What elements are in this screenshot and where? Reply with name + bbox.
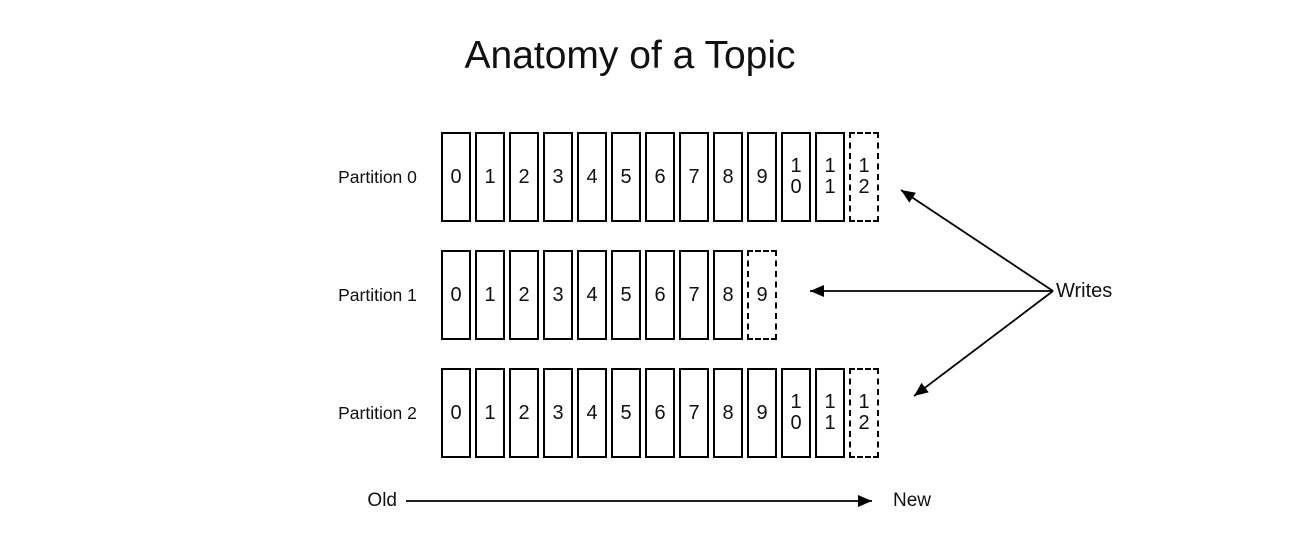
writes-arrow-partition-2 <box>913 290 1054 397</box>
segment-offset: 6 <box>654 165 666 188</box>
segment-offset: 0 <box>450 165 462 188</box>
segment-cell: 5 <box>611 132 641 222</box>
segment-offset: 8 <box>722 401 734 424</box>
segment-offset: 9 <box>756 283 768 306</box>
segment-cell: 3 <box>543 132 573 222</box>
segment-offset: 5 <box>620 401 632 424</box>
partition-label: Partition 2 <box>338 402 417 423</box>
segment-cell: 1 <box>475 250 505 340</box>
segment-cell: 1 <box>475 368 505 458</box>
segment-offset: 11 <box>824 155 836 198</box>
partition-label: Partition 1 <box>338 284 417 305</box>
segment-offset: 1 <box>484 401 496 424</box>
segment-offset: 3 <box>552 283 564 306</box>
segment-cell: 2 <box>509 250 539 340</box>
segment-cell: 8 <box>713 250 743 340</box>
segment-cell: 1 <box>475 132 505 222</box>
segment-offset: 2 <box>518 165 530 188</box>
segment-offset: 1 <box>484 283 496 306</box>
segment-offset: 4 <box>586 283 598 306</box>
segment-offset: 0 <box>450 283 462 306</box>
segment-offset: 7 <box>688 401 700 424</box>
segment-cell: 6 <box>645 132 675 222</box>
new-axis-label: New <box>893 490 932 511</box>
segment-offset: 8 <box>722 283 734 306</box>
segment-offset: 6 <box>654 401 666 424</box>
segment-cell: 2 <box>509 132 539 222</box>
segment-cell: 7 <box>679 132 709 222</box>
segment-offset: 4 <box>586 165 598 188</box>
segment-cell: 4 <box>577 368 607 458</box>
writes-arrow-partition-0 <box>900 189 1054 292</box>
segment-offset: 7 <box>688 165 700 188</box>
segment-offset: 2 <box>518 401 530 424</box>
segment-cell: 11 <box>815 368 845 458</box>
segment-cell: 0 <box>441 368 471 458</box>
segment-offset: 0 <box>450 401 462 424</box>
next-write-cell: 12 <box>849 368 879 458</box>
segment-offset: 7 <box>688 283 700 306</box>
segment-offset: 5 <box>620 283 632 306</box>
segment-cell: 9 <box>747 132 777 222</box>
segment-cell: 4 <box>577 250 607 340</box>
segment-cell: 0 <box>441 250 471 340</box>
segment-cell: 3 <box>543 368 573 458</box>
partition-label: Partition 0 <box>338 166 417 187</box>
segment-cell: 5 <box>611 250 641 340</box>
segment-cell: 9 <box>747 368 777 458</box>
segment-cell: 8 <box>713 132 743 222</box>
segment-cell: 3 <box>543 250 573 340</box>
next-write-cell: 12 <box>849 132 879 222</box>
writes-label: Writes <box>1056 280 1113 302</box>
old-axis-label: Old <box>367 490 397 511</box>
segment-offset: 8 <box>722 165 734 188</box>
segment-cell: 4 <box>577 132 607 222</box>
page-title: Anatomy of a Topic <box>464 34 796 77</box>
segment-offset: 3 <box>552 401 564 424</box>
segment-offset: 9 <box>756 165 768 188</box>
segment-offset: 11 <box>824 391 836 434</box>
segment-cell: 7 <box>679 368 709 458</box>
segment-offset: 4 <box>586 401 598 424</box>
segment-cell: 6 <box>645 250 675 340</box>
segment-offset: 9 <box>756 401 768 424</box>
next-write-cell: 9 <box>747 250 777 340</box>
segment-cell: 10 <box>781 368 811 458</box>
segment-cell: 11 <box>815 132 845 222</box>
segment-offset: 6 <box>654 283 666 306</box>
segment-offset: 12 <box>858 391 870 434</box>
segment-offset: 3 <box>552 165 564 188</box>
segment-offset: 2 <box>518 283 530 306</box>
segment-offset: 10 <box>790 391 802 434</box>
segment-cell: 2 <box>509 368 539 458</box>
segment-cell: 7 <box>679 250 709 340</box>
segment-cell: 6 <box>645 368 675 458</box>
segment-offset: 5 <box>620 165 632 188</box>
segment-cell: 8 <box>713 368 743 458</box>
segment-offset: 10 <box>790 155 802 198</box>
segment-offset: 12 <box>858 155 870 198</box>
segment-cell: 0 <box>441 132 471 222</box>
segment-cell: 5 <box>611 368 641 458</box>
segment-cell: 10 <box>781 132 811 222</box>
segment-offset: 1 <box>484 165 496 188</box>
